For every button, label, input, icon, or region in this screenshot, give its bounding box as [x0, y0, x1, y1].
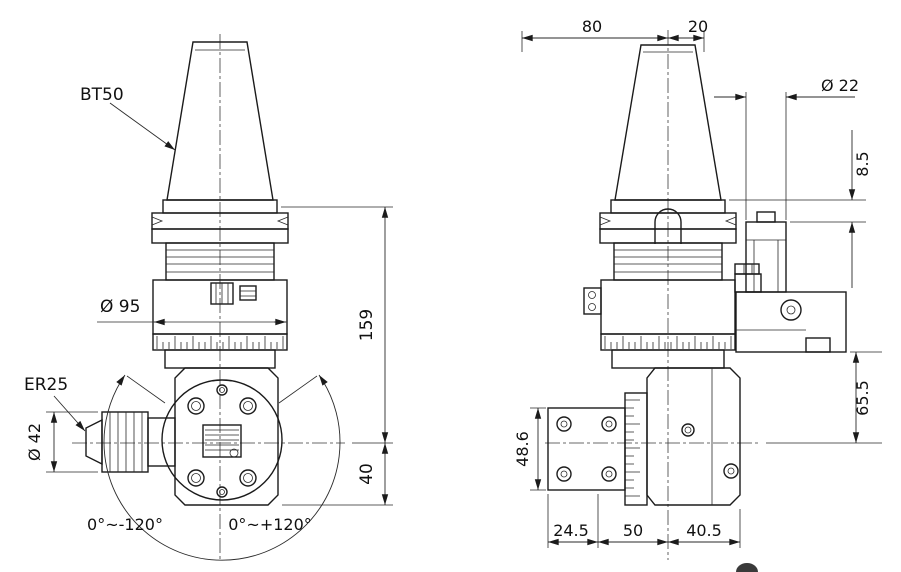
side-spindle-body: [583, 279, 736, 369]
front-dimension-lines: [46, 102, 393, 506]
swivel-range-arc: [103, 374, 341, 561]
dim-label-50: 50: [623, 521, 643, 540]
side-view: 80 20 Ø 22 8.5 65.5 48.6 24.5 50 40.5: [513, 17, 882, 560]
dim-label-dia-22: Ø 22: [821, 76, 859, 95]
side-stop-block-assembly: [734, 211, 847, 353]
dim-label-20: 20: [688, 17, 708, 36]
dim-label-40: 40: [357, 463, 377, 485]
dim-label-159: 159: [357, 309, 377, 341]
logo-mark: [736, 563, 758, 572]
dim-label-48-6: 48.6: [513, 431, 532, 467]
side-angle-head: [547, 367, 741, 506]
side-v-flange: [599, 199, 737, 281]
dim-label-dia-95: Ø 95: [100, 297, 140, 317]
angle-head-housing: [161, 367, 283, 506]
dim-label-40-5: 40.5: [686, 521, 722, 540]
er25-collet-nut: [85, 411, 176, 473]
dim-label-65-5: 65.5: [853, 380, 872, 416]
dim-label-8-5: 8.5: [853, 151, 872, 176]
label-er25: ER25: [24, 375, 68, 395]
label-bt50: BT50: [80, 85, 124, 105]
front-view: BT50 Ø 95 ER25 Ø 42 159 40 0°~-120° 0°~+…: [24, 34, 393, 562]
dim-label-dia-42: Ø 42: [25, 423, 44, 461]
dim-label-24-5: 24.5: [553, 521, 589, 540]
dim-label-80: 80: [582, 17, 602, 36]
side-centerlines: [545, 30, 760, 560]
side-dimension-lines: [521, 31, 882, 548]
label-swivel-positive: 0°~+120°: [228, 515, 312, 534]
label-swivel-negative: 0°~-120°: [87, 515, 163, 534]
front-centerlines: [72, 34, 345, 562]
front-labels: BT50 Ø 95 ER25 Ø 42 159 40 0°~-120° 0°~+…: [24, 85, 377, 534]
side-labels: 80 20 Ø 22 8.5 65.5 48.6 24.5 50 40.5: [513, 17, 872, 540]
